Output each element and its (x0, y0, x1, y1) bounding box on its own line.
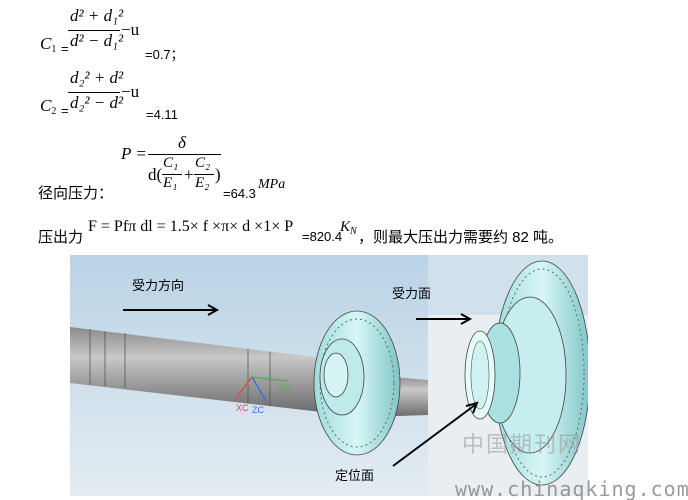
press-force-formula: F = Pfπ dl = 1.5× f ×π× d ×1× P (88, 218, 294, 235)
c1-denominator: d² − d₁² (70, 31, 124, 50)
p-numerator: δ (178, 133, 186, 152)
c2-lhs: C2 (40, 96, 56, 117)
p-c2-bar (194, 174, 214, 175)
c2-fraction-bar (68, 92, 120, 93)
c2-minus-u: −u (121, 82, 140, 101)
p-den-suffix: ) (215, 165, 221, 184)
label-force-direction: 受力方向 (132, 278, 185, 293)
c1-fraction-bar (68, 30, 120, 31)
c1-subscript: 1 (51, 44, 57, 55)
watermark-cn: 中国期刊网 (462, 432, 583, 457)
p-den-prefix: d( (148, 165, 163, 184)
press-force-unit-sub: N (350, 226, 357, 237)
axis-zc-label: ZC (252, 405, 264, 415)
c1-equals: = (61, 41, 69, 56)
c1-result: =0.7； (145, 47, 184, 62)
p-plus: + (184, 165, 194, 184)
c2-subscript: 2 (51, 106, 57, 117)
c1-numerator: d² + d₁² (70, 6, 124, 25)
shaft-flange-figure: 受力方向 受力面 定位面 XC ZC YC 中国期刊网 www.chinaqki… (70, 255, 688, 500)
label-force-face: 受力面 (392, 286, 432, 301)
p-c1-bar (162, 174, 182, 175)
p-e2: E₂ (195, 175, 210, 191)
c1-symbol: C (40, 34, 52, 53)
radial-pressure-value: =64.3 (223, 186, 256, 201)
p-fraction-bar (148, 154, 221, 155)
axis-yc-label: YC (278, 382, 291, 392)
press-force-unit-k: K (340, 219, 351, 235)
radial-pressure-label: 径向压力： (38, 185, 114, 202)
p-e1: E₁ (163, 175, 178, 191)
p-lhs: P = (121, 144, 147, 163)
press-force-conclusion: ，则最大压出力需要约 82 吨。 (358, 229, 564, 246)
watermark-url: www.chinaqking.com (455, 477, 688, 500)
press-force-value: =820.4 (302, 229, 343, 244)
p-c1: C₁ (163, 155, 179, 171)
press-force-label: 压出力 (38, 229, 84, 246)
axis-xc-label: XC (236, 403, 249, 413)
c2-denominator: d₂² − d² (70, 93, 124, 112)
c1-minus-u: −u (121, 20, 140, 39)
radial-pressure-unit: MPa (258, 177, 286, 192)
shaft (70, 327, 330, 413)
c2-result: =4.11 (146, 107, 178, 122)
cad-render (70, 255, 591, 496)
c1-lhs: C1 (40, 34, 56, 55)
label-locating-face: 定位面 (335, 468, 375, 483)
p-c2: C₂ (195, 155, 211, 171)
press-force-unit: KN (340, 219, 357, 237)
c2-equals: = (61, 103, 69, 118)
c2-symbol: C (40, 96, 52, 115)
arrows (123, 304, 479, 467)
c2-numerator: d₂² + d² (70, 68, 124, 87)
